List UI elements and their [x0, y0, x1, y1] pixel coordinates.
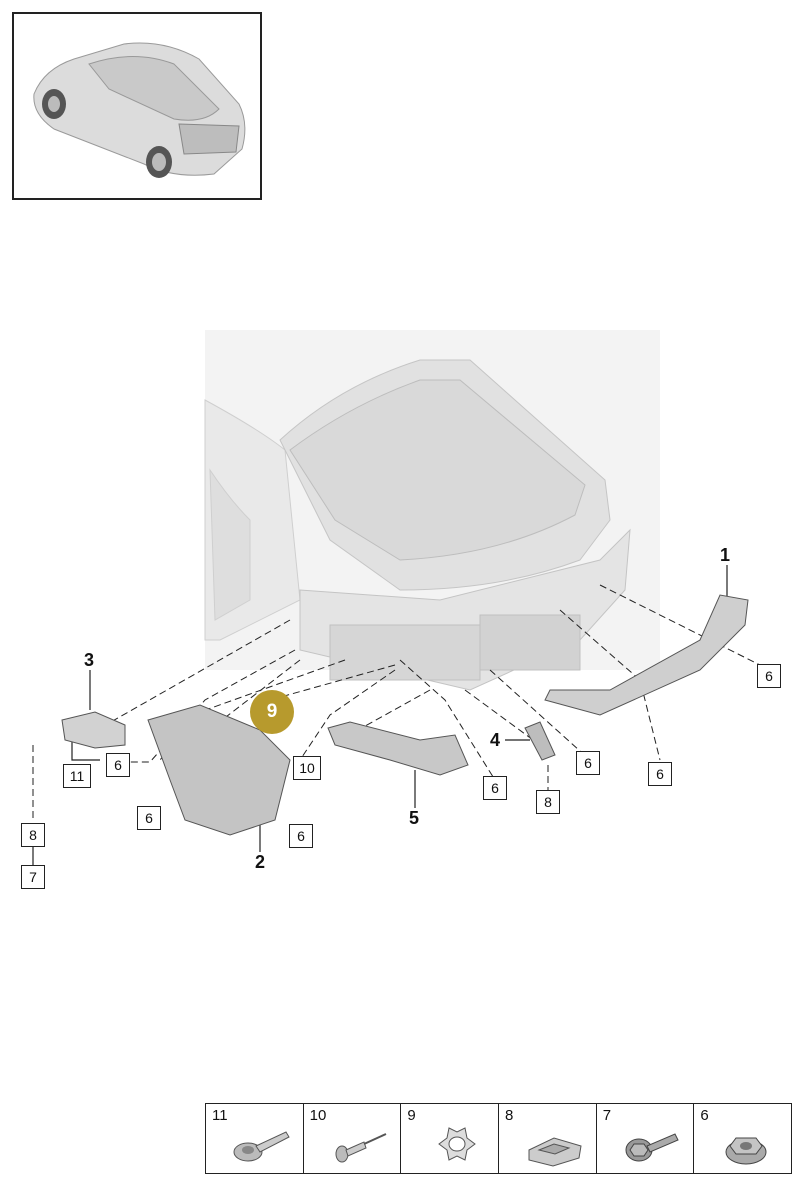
callout-part-4[interactable]: 4	[490, 730, 501, 750]
hex-screw-icon	[625, 1133, 679, 1162]
vehicle-thumbnail[interactable]	[12, 12, 262, 200]
legend-cell-10[interactable]: 10	[304, 1104, 402, 1173]
legend-number: 9	[407, 1107, 416, 1124]
part-5-support[interactable]	[327, 721, 469, 776]
box-callout-6[interactable]: 6	[648, 762, 672, 786]
car-rear-body	[204, 330, 660, 691]
legend-number: 7	[602, 1107, 612, 1124]
blind-rivet-icon	[335, 1133, 387, 1163]
box-callout-8[interactable]: 8	[21, 823, 45, 847]
highlight-badge-9[interactable]: 9	[250, 690, 294, 734]
callout-part-3[interactable]: 3	[84, 650, 95, 670]
screw-flange-icon	[233, 1131, 290, 1162]
part-4-clip[interactable]	[524, 721, 556, 761]
legend-number: 10	[309, 1107, 327, 1124]
legend-number: 11	[212, 1107, 228, 1124]
legend-cell-6[interactable]: 6	[694, 1104, 791, 1173]
box-callout-11[interactable]: 11	[63, 764, 91, 788]
callout-part-5[interactable]: 5	[409, 808, 420, 828]
box-callout-6[interactable]: 6	[137, 806, 161, 830]
box-callout-6[interactable]: 6	[576, 751, 600, 775]
legend-cell-8[interactable]: 8	[499, 1104, 597, 1173]
legend-number: 8	[505, 1107, 514, 1124]
legend-cell-7[interactable]: 7	[597, 1104, 695, 1173]
exploded-diagram	[32, 330, 761, 865]
box-callout-6[interactable]: 6	[483, 776, 507, 800]
legend-cell-11[interactable]: 11	[206, 1104, 304, 1173]
car-thumbnail-icon	[33, 42, 246, 178]
fastener-legend: 11 10 9 8 7	[205, 1103, 792, 1174]
legend-number: 6	[700, 1107, 709, 1124]
spring-clip-icon	[528, 1137, 582, 1167]
callout-part-1[interactable]: 1	[720, 545, 731, 565]
part-1-crossmember[interactable]	[544, 594, 749, 716]
clamp-washer-icon	[438, 1127, 477, 1161]
legend-cell-9[interactable]: 9	[401, 1104, 500, 1173]
box-callout-6[interactable]: 6	[106, 753, 130, 777]
box-callout-7[interactable]: 7	[21, 865, 45, 889]
box-callout-6[interactable]: 6	[757, 664, 781, 688]
box-callout-6[interactable]: 6	[289, 824, 313, 848]
callout-part-2[interactable]: 2	[255, 852, 266, 872]
box-callout-10[interactable]: 10	[293, 756, 321, 780]
part-3-bracket[interactable]	[61, 711, 126, 749]
box-callout-8[interactable]: 8	[536, 790, 560, 814]
part-2-bracket[interactable]	[147, 704, 291, 836]
flange-nut-icon	[725, 1137, 767, 1165]
